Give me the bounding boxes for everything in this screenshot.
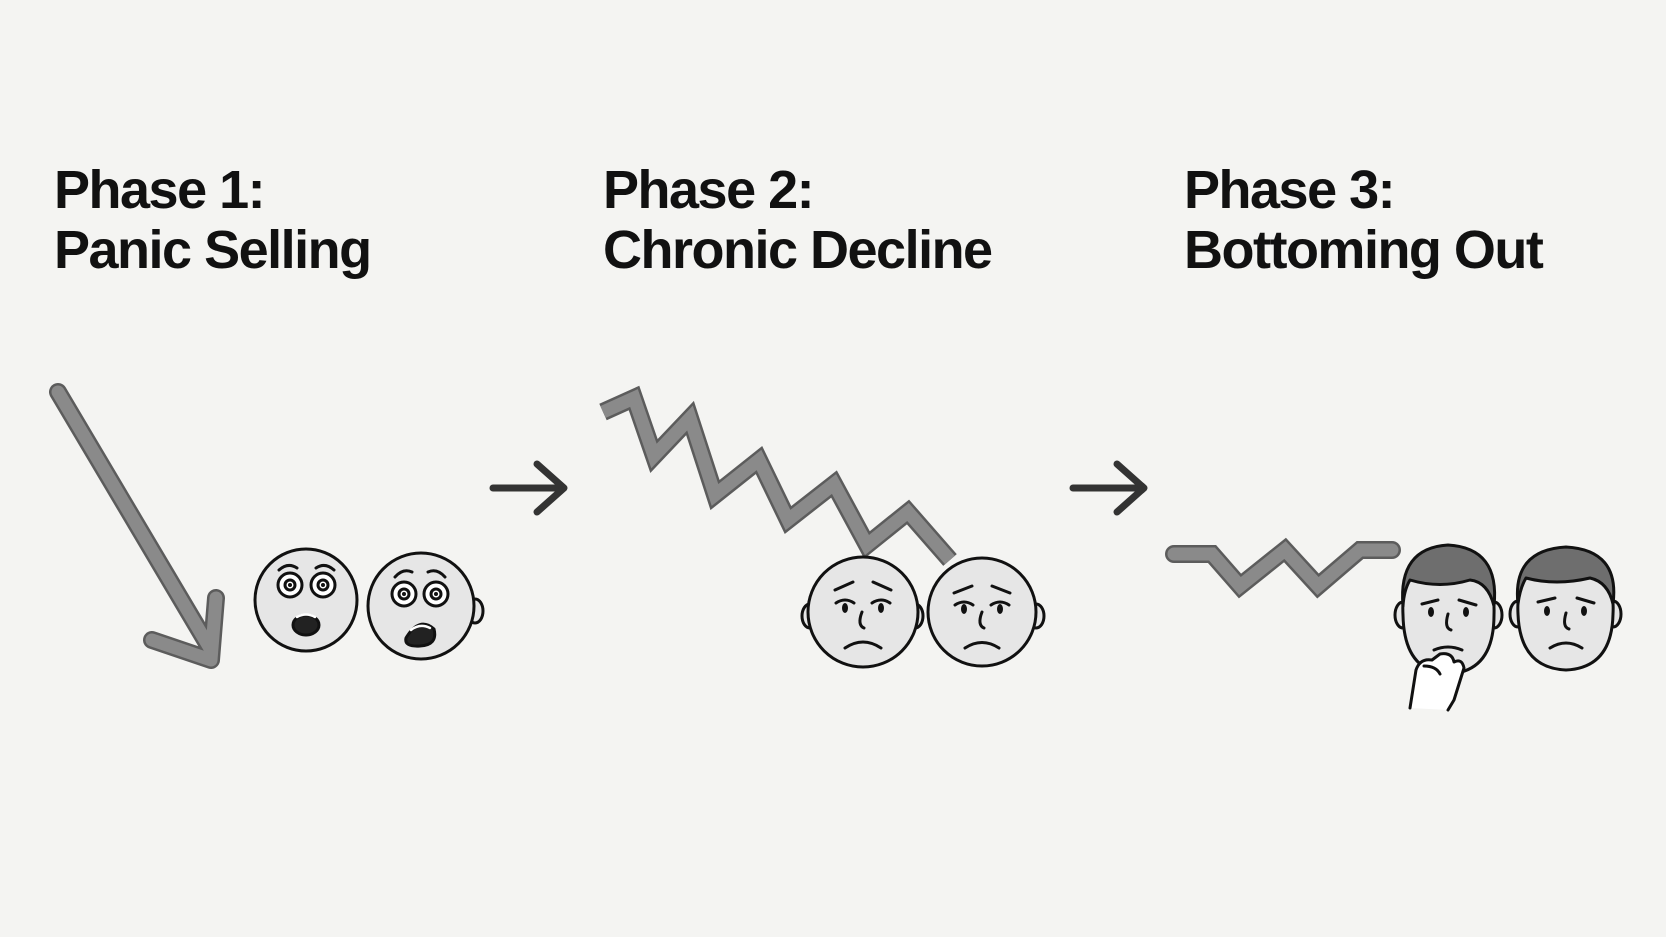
steep-down-arrow-icon — [49, 383, 225, 669]
worried-face-icon — [800, 555, 925, 669]
phase-1-title: Phase 1: Panic Selling — [54, 160, 372, 280]
scared-face-icon — [366, 551, 485, 661]
phase-3-name: Bottoming Out — [1184, 220, 1544, 280]
shocked-face-icon — [253, 547, 359, 653]
flat-zigzag-line-icon — [1165, 537, 1401, 599]
thinking-man-icon — [1393, 543, 1504, 712]
concerned-man-icon — [1508, 545, 1623, 672]
sad-face-icon — [926, 556, 1046, 668]
zigzag-decline-line-icon — [599, 385, 957, 566]
phase-3-label: Phase 3: — [1184, 160, 1396, 220]
phase-2-name: Chronic Decline — [603, 220, 993, 280]
phase-1-label: Phase 1: — [54, 160, 266, 220]
phase-2-label: Phase 2: — [603, 160, 815, 220]
right-arrow-icon — [489, 460, 568, 516]
phase-2-title: Phase 2: Chronic Decline — [603, 160, 993, 280]
phase-3-title: Phase 3: Bottoming Out — [1184, 160, 1544, 280]
right-arrow-icon — [1069, 460, 1148, 516]
phase-1-name: Panic Selling — [54, 220, 372, 280]
